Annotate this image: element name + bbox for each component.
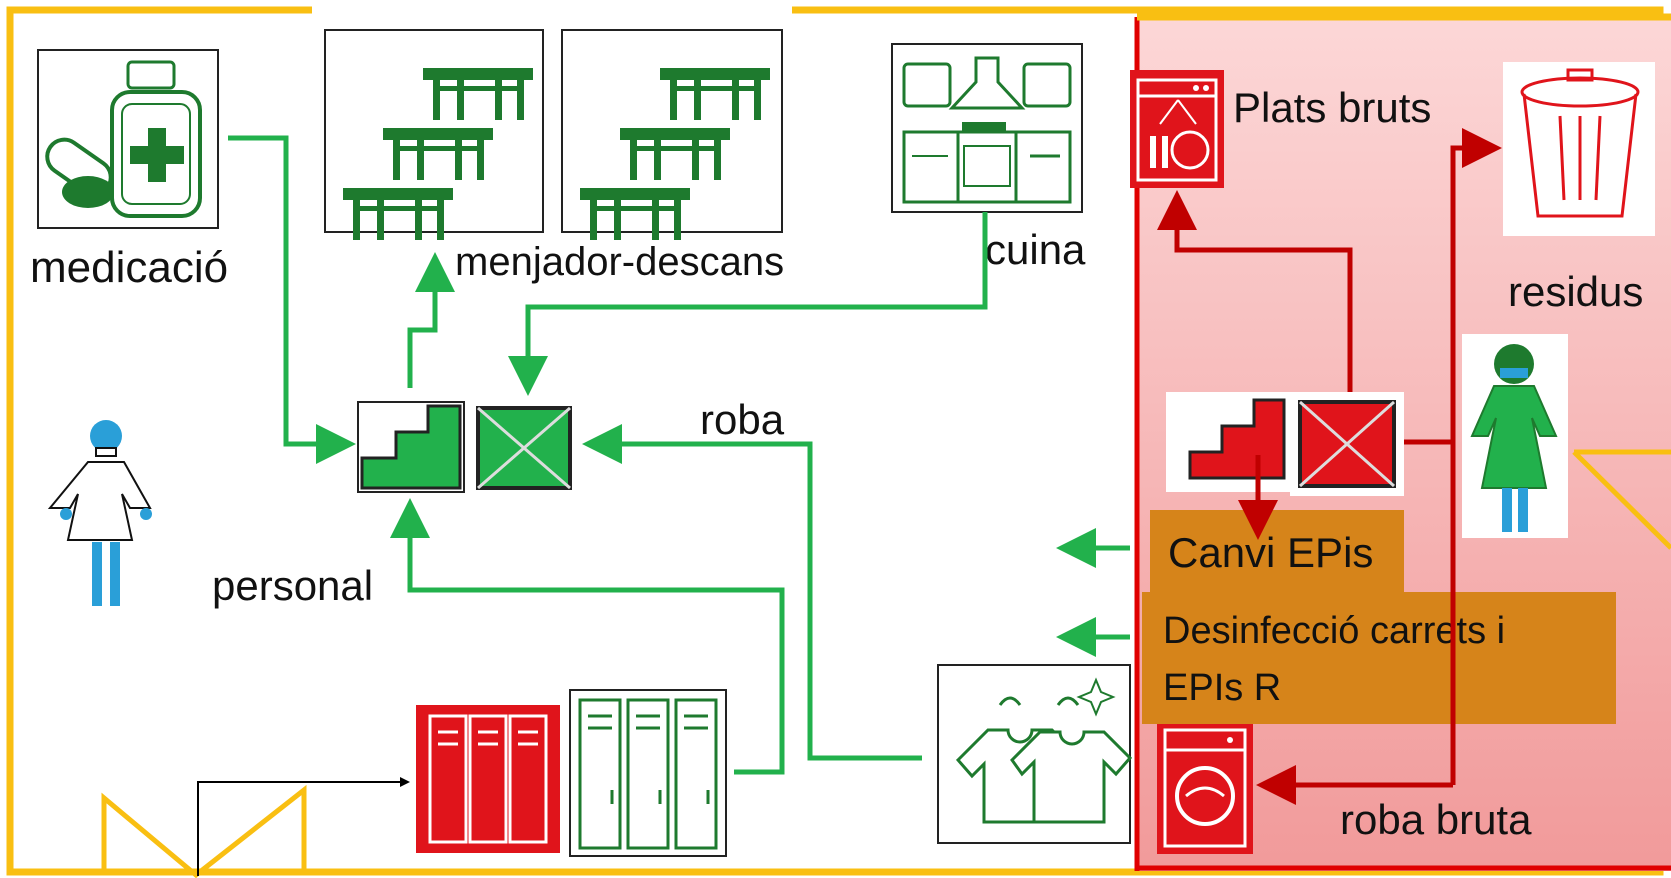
laundry-to-box-arrow [582, 424, 922, 761]
dining-rest-label: menjador-descans [455, 240, 784, 284]
entrance-door [101, 777, 410, 878]
table-icon [383, 128, 493, 180]
stairs-icon [357, 401, 465, 493]
to-dirty-dishes-arrow [1157, 190, 1353, 392]
table-icon [580, 188, 690, 240]
kitchen-label: cuina [985, 226, 1086, 273]
personal-to-dining-arrow [407, 252, 455, 388]
locker-icon-red [416, 705, 560, 853]
table-icon-group [343, 68, 770, 240]
medication-label: medicació [30, 243, 228, 292]
change-ppe-label: Canvi EPis [1168, 529, 1373, 576]
table-icon [423, 68, 533, 120]
medicine-icon [37, 49, 219, 229]
person-icon-clean [47, 420, 152, 606]
trash-can-icon [1503, 62, 1655, 236]
person-icon-dirty [1462, 334, 1568, 538]
table-icon [620, 128, 730, 180]
to-waste-vertical-arrow [1450, 128, 1502, 785]
washing-machine-icon [1157, 722, 1253, 854]
exit-door [1572, 449, 1671, 550]
table-icon [343, 188, 453, 240]
locker-icon-green [569, 689, 727, 857]
disinfection-label-line2: EPIs R [1163, 667, 1281, 709]
waste-label: residus [1508, 268, 1643, 315]
staff-label: personal [212, 562, 373, 609]
clothes-label: roba [700, 396, 785, 443]
disinfection-box: Desinfecció carrets i EPIs R [1142, 592, 1616, 724]
laundry-icon [937, 664, 1133, 844]
dishwasher-icon [1130, 70, 1224, 188]
crossed-box-icon [476, 406, 572, 490]
disinfection-label-line1: Desinfecció carrets i [1163, 610, 1505, 652]
dirty-clothes-label: roba bruta [1340, 796, 1532, 843]
stairs-icon-dirty [1166, 392, 1290, 492]
dirty-dishes-label: Plats bruts [1233, 84, 1431, 131]
medication-to-personal-arrow [228, 135, 356, 464]
kitchen-icon [891, 43, 1083, 213]
change-ppe-box: Canvi EPis [1150, 510, 1404, 592]
kitchen-to-box-arrow [508, 212, 988, 396]
clean-flow-arrows [228, 135, 1130, 775]
table-icon [660, 68, 770, 120]
crossed-box-icon-dirty [1290, 392, 1404, 496]
dirty-flow-arrows [1157, 128, 1502, 805]
locker-to-personal-arrow [390, 498, 785, 775]
